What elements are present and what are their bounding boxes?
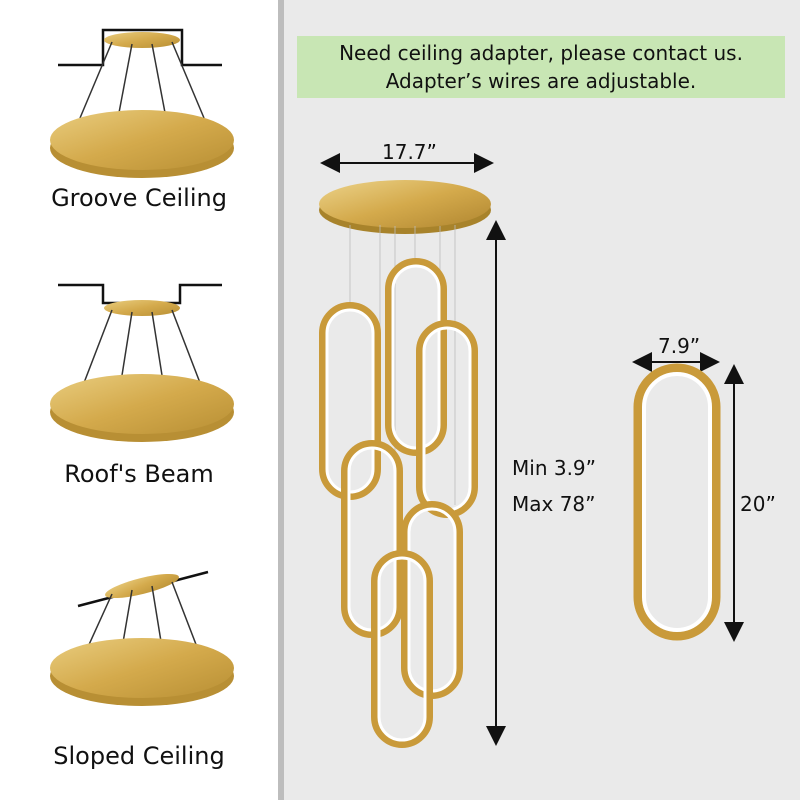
panel-divider [278, 0, 284, 800]
groove-ceiling-illustration [50, 28, 234, 178]
sloped-ceiling-illustration [50, 570, 234, 706]
install-label-groove: Groove Ceiling [51, 184, 227, 212]
adapter-note-line-1: Need ceiling adapter, please contact us. [339, 41, 743, 65]
ring-width-label: 7.9” [658, 334, 701, 358]
canopy-width-label: 17.7” [382, 140, 437, 164]
install-label-sloped: Sloped Ceiling [53, 742, 225, 770]
ring-cluster [319, 258, 478, 748]
adapter-note: Need ceiling adapter, please contact us.… [297, 36, 785, 98]
roofs-beam-illustration [50, 283, 234, 442]
max-height-label: Max 78” [512, 492, 596, 516]
single-ring-detail [632, 352, 744, 642]
min-height-label: Min 3.9” [512, 456, 597, 480]
installation-options-panel: Groove Ceiling Roof's Beam Sloped Ceilin… [0, 0, 278, 800]
ring-height-label: 20” [740, 492, 776, 516]
installation-illustrations [50, 28, 234, 706]
adapter-note-line-2: Adapter’s wires are adjustable. [385, 69, 697, 93]
canopy [319, 180, 491, 234]
install-label-beam: Roof's Beam [64, 460, 214, 488]
